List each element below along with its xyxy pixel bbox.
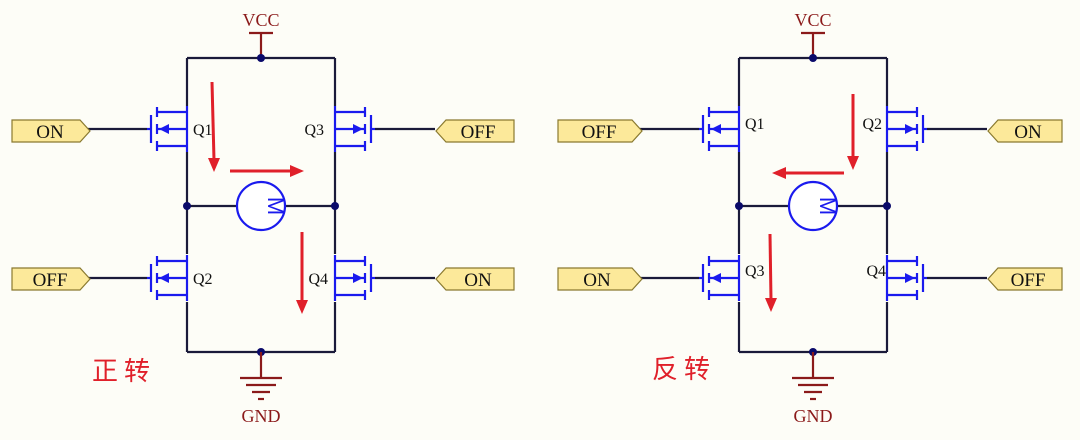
- svg-text:ON: ON: [36, 122, 64, 143]
- input-tag-bottom-right: OFF: [987, 267, 1063, 291]
- motor-symbol: M: [787, 180, 840, 232]
- input-tag-top-left: OFF: [557, 119, 643, 143]
- input-tag-bottom-left: OFF: [11, 267, 91, 291]
- svg-text:ON: ON: [583, 270, 611, 291]
- circuit-forward: VCC GND M: [11, 10, 515, 426]
- input-tag-top-right: OFF: [435, 119, 515, 143]
- transistor-top-left: [699, 106, 741, 152]
- transistor-top-left-label: Q1: [745, 116, 765, 133]
- ground-symbol: [240, 376, 282, 401]
- transistor-bottom-right-label: Q4: [866, 263, 886, 280]
- transistor-bottom-left: [147, 255, 189, 301]
- transistor-top-right: [333, 106, 375, 152]
- transistor-bottom-right: [333, 255, 375, 301]
- current-arrow-right: [230, 165, 304, 177]
- transistor-bottom-right: [885, 255, 927, 301]
- transistor-bottom-left-label: Q2: [193, 271, 213, 288]
- vcc-label: VCC: [242, 10, 279, 30]
- current-arrow-down-right: [847, 94, 859, 170]
- gnd-label: GND: [242, 406, 281, 426]
- current-arrow-down-left: [765, 233, 777, 312]
- motor-symbol: M: [235, 180, 288, 232]
- transistor-bottom-right-label: Q4: [308, 271, 328, 288]
- ground-symbol: [792, 376, 834, 401]
- input-tag-top-right: ON: [987, 119, 1063, 143]
- input-tag-bottom-right: ON: [435, 267, 515, 291]
- caption-forward: 正转: [92, 357, 156, 387]
- transistor-bottom-left: [699, 255, 741, 301]
- svg-text:ON: ON: [464, 270, 492, 291]
- motor-label: M: [815, 197, 840, 215]
- gnd-label: GND: [794, 406, 833, 426]
- svg-text:OFF: OFF: [582, 122, 617, 143]
- transistor-bottom-left-label: Q3: [745, 263, 765, 280]
- svg-text:OFF: OFF: [33, 270, 68, 291]
- input-tag-bottom-left: ON: [557, 267, 643, 291]
- svg-text:OFF: OFF: [461, 122, 496, 143]
- svg-text:ON: ON: [1014, 122, 1042, 143]
- motor-label: M: [263, 197, 288, 215]
- current-arrow-down-left: [208, 81, 220, 172]
- vcc-label: VCC: [794, 10, 831, 30]
- caption-reverse: 反转: [652, 355, 716, 385]
- svg-text:OFF: OFF: [1011, 270, 1046, 291]
- junction-dot: [257, 54, 265, 62]
- transistor-top-left: [147, 106, 189, 152]
- current-arrow-down-right: [296, 232, 308, 314]
- input-tag-top-left: ON: [11, 119, 91, 143]
- current-arrow-left: [772, 167, 844, 179]
- transistor-top-left-label: Q1: [193, 122, 213, 139]
- transistor-top-right-label: Q2: [862, 116, 882, 133]
- circuit-reverse: VCC GND M: [557, 10, 1063, 426]
- transistor-top-right: [885, 106, 927, 152]
- transistor-top-right-label: Q3: [304, 122, 324, 139]
